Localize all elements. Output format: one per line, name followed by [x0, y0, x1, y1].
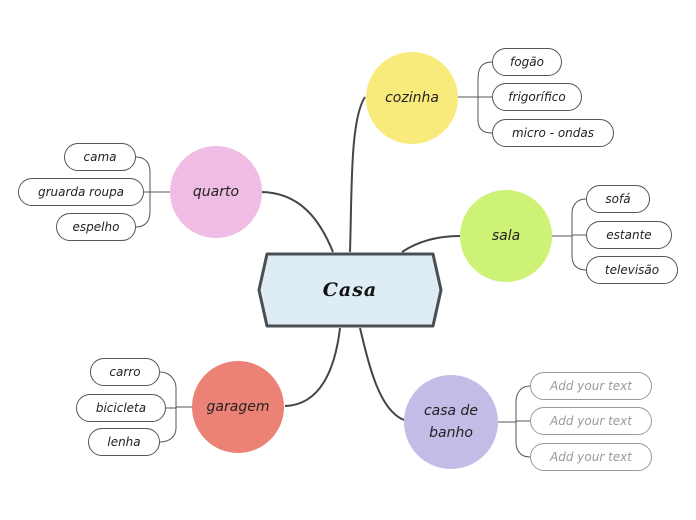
subtopic-gruarda-roupa[interactable]: gruarda roupa: [18, 178, 144, 206]
subtopic-label: frigorífico: [508, 90, 566, 104]
subtopic-carro[interactable]: carro: [90, 358, 160, 386]
subtopic-label: bicicleta: [95, 401, 147, 415]
topic-cozinha-label: cozinha: [385, 90, 439, 106]
topic-casa-de-banho[interactable]: casa de banho: [404, 375, 498, 469]
topic-garagem[interactable]: garagem: [192, 361, 284, 453]
subtopic-televisao[interactable]: televisão: [586, 256, 678, 284]
subtopic-placeholder-3[interactable]: Add your text: [530, 443, 652, 471]
subtopic-label: estante: [606, 228, 652, 242]
subtopic-label: gruarda roupa: [37, 185, 125, 199]
subtopic-label: carro: [109, 365, 141, 379]
topic-quarto-label: quarto: [192, 184, 240, 200]
topic-quarto[interactable]: quarto: [170, 146, 262, 238]
subtopic-label: Add your text: [550, 379, 632, 393]
topic-garagem-label: garagem: [206, 399, 270, 415]
subtopic-lenha[interactable]: lenha: [88, 428, 160, 456]
central-topic-label: Casa: [322, 279, 378, 301]
subtopic-frigorifico[interactable]: frigorífico: [492, 83, 582, 111]
subtopic-espelho[interactable]: espelho: [56, 213, 136, 241]
topic-sala-label: sala: [491, 228, 521, 244]
subtopic-label: televisão: [604, 263, 660, 277]
subtopic-label: Add your text: [550, 414, 632, 428]
subtopic-bicicleta[interactable]: bicicleta: [76, 394, 166, 422]
subtopic-placeholder-1[interactable]: Add your text: [530, 372, 652, 400]
subtopic-label: sofá: [605, 192, 631, 206]
subtopic-label: fogão: [510, 55, 544, 69]
subtopic-sofa[interactable]: sofá: [586, 185, 650, 213]
subtopic-label: Add your text: [550, 450, 632, 464]
central-topic[interactable]: Casa: [257, 252, 443, 328]
topic-sala[interactable]: sala: [460, 190, 552, 282]
subtopic-micro-ondas[interactable]: micro - ondas: [492, 119, 614, 147]
subtopic-cama[interactable]: cama: [64, 143, 136, 171]
subtopic-placeholder-2[interactable]: Add your text: [530, 407, 652, 435]
subtopic-estante[interactable]: estante: [586, 221, 672, 249]
subtopic-label: espelho: [72, 220, 120, 234]
topic-casa-de-banho-label: casa de banho: [423, 403, 479, 441]
central-hexagon: [257, 252, 443, 328]
subtopic-label: micro - ondas: [511, 126, 595, 140]
subtopic-label: cama: [83, 150, 117, 164]
subtopic-label: lenha: [107, 435, 141, 449]
topic-cozinha[interactable]: cozinha: [366, 52, 458, 144]
subtopic-fogao[interactable]: fogão: [492, 48, 562, 76]
